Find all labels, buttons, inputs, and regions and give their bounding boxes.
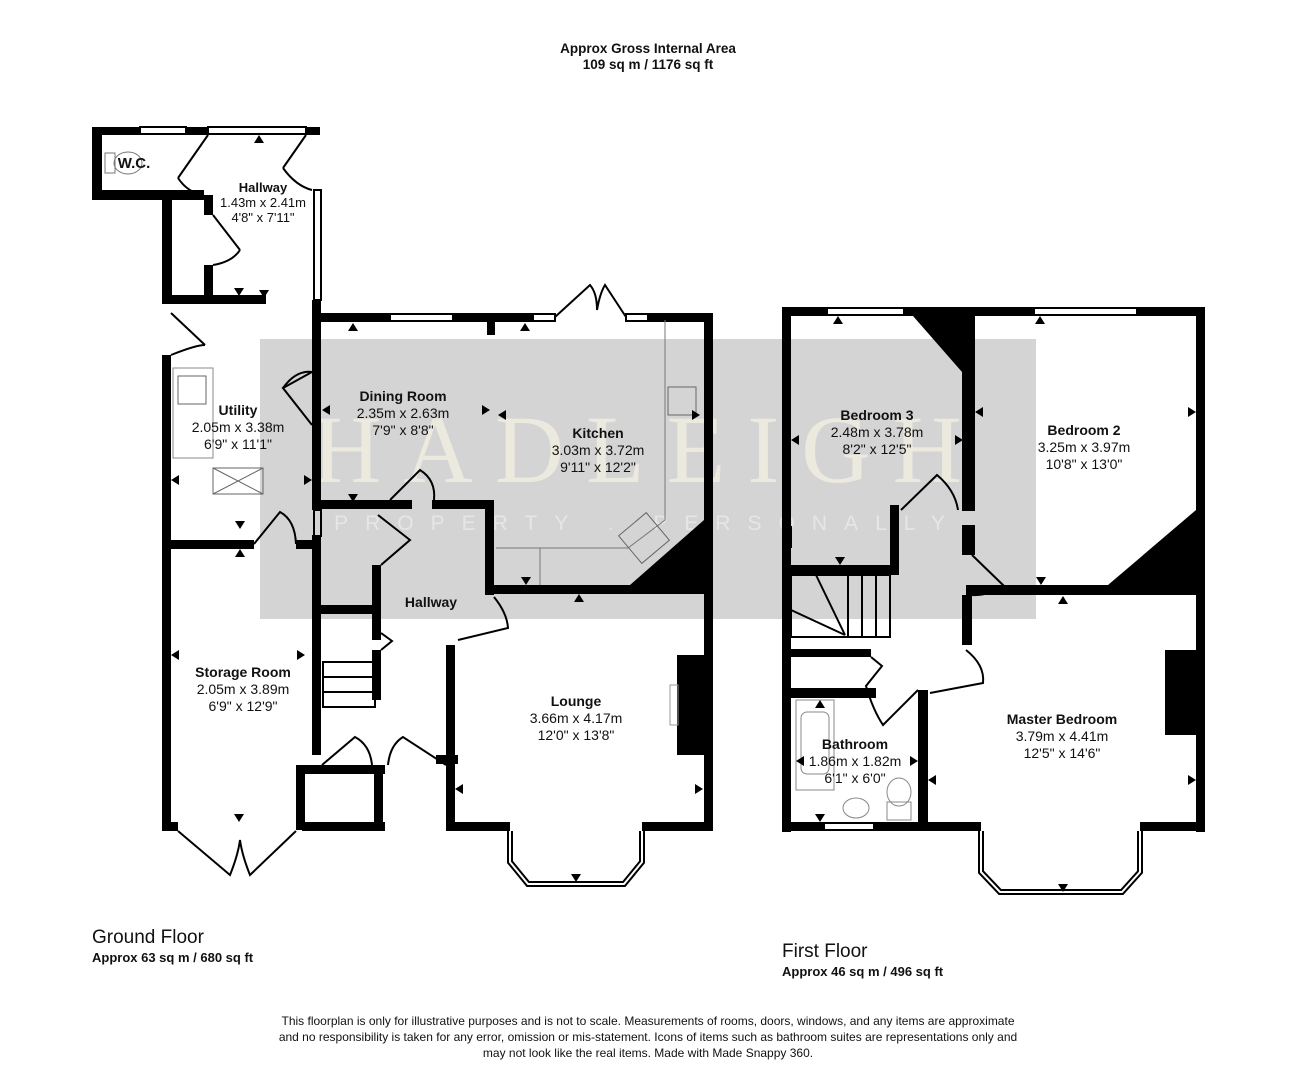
first-floor-caption: First Floor Approx 46 sq m / 496 sq ft xyxy=(782,941,943,981)
gross-area-title: Approx Gross Internal Area xyxy=(560,41,736,56)
ground-floor-lines xyxy=(104,126,697,887)
room-label-storage-room: Storage Room 2.05m x 3.89m 6'9" x 12'9" xyxy=(195,664,291,714)
room-label-hallway-front: Hallway xyxy=(404,594,458,610)
ground-floor-area: Approx 63 sq m / 680 sq ft xyxy=(92,950,254,965)
gross-area-value: 109 sq m / 1176 sq ft xyxy=(582,57,714,72)
dimension-arrows xyxy=(171,135,1196,892)
room-label-utility: Utility 2.05m x 3.38m 6'9" x 11'1" xyxy=(191,402,285,452)
room-label-bedroom-3: Bedroom 3 2.48m x 3.78m 8'2" x 12'5" xyxy=(830,407,924,457)
ground-floor-walls xyxy=(92,127,713,831)
room-label-bathroom: Bathroom 1.86m x 1.82m 6'1" x 6'0" xyxy=(808,736,902,786)
room-label-kitchen: Kitchen 3.03m x 3.72m 9'11" x 12'2" xyxy=(551,425,645,475)
room-label-lounge: Lounge 3.66m x 4.17m 12'0" x 13'8" xyxy=(529,693,623,743)
room-label-master-bedroom: Master Bedroom 3.79m x 4.41m 12'5" x 14'… xyxy=(1006,711,1118,761)
first-floor-area: Approx 46 sq m / 496 sq ft xyxy=(782,964,944,979)
ground-floor-caption: Ground Floor Approx 63 sq m / 680 sq ft xyxy=(92,927,253,967)
room-label-dining-room: Dining Room 2.35m x 2.63m 7'9" x 8'8" xyxy=(356,388,450,438)
first-floor-walls xyxy=(782,307,1205,832)
room-label-wc: W.C. xyxy=(117,155,151,172)
ground-floor-title: Ground Floor xyxy=(92,927,204,948)
first-floor-lines xyxy=(783,307,1143,895)
gross-area-header: Approx Gross Internal Area 109 sq m / 11… xyxy=(0,41,1296,73)
watermark-brand: HADLEIGH xyxy=(312,396,984,503)
disclaimer: This floorplan is only for illustrative … xyxy=(278,1014,1018,1060)
first-floor-title: First Floor xyxy=(782,941,868,962)
room-label-hallway-rear: Hallway 1.43m x 2.41m 4'8" x 7'11" xyxy=(220,180,306,225)
room-label-bedroom-2: Bedroom 2 3.25m x 3.97m 10'8" x 13'0" xyxy=(1037,422,1131,472)
